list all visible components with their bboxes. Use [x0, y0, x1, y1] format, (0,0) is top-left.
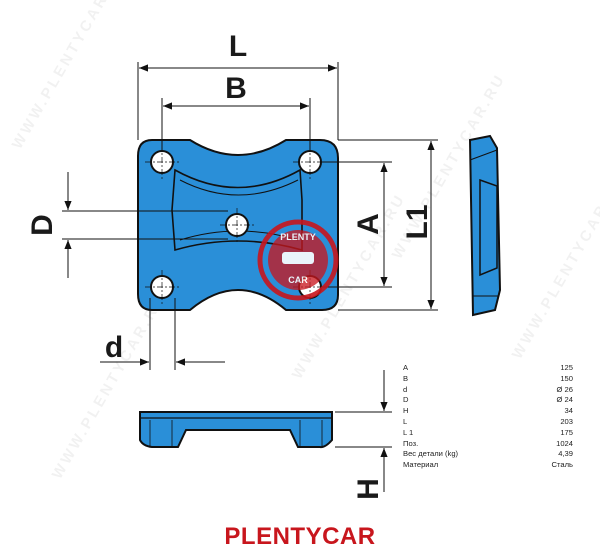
- spec-row: A 125: [403, 363, 573, 374]
- spec-key: D: [403, 395, 409, 405]
- spec-row: L 1 175: [403, 428, 573, 439]
- dimension-labels: L B D A L1 d H: [26, 30, 434, 500]
- spec-row: L 203: [403, 417, 573, 428]
- stamp-bottom-text: CAR: [288, 275, 308, 285]
- label-L1: L1: [401, 204, 434, 239]
- spec-row: B 150: [403, 374, 573, 385]
- spec-key: L 1: [403, 427, 414, 437]
- label-A: A: [352, 213, 385, 235]
- spec-value: 4,39: [558, 449, 573, 459]
- svg-text:WWW.PLENTYCAR.RU: WWW.PLENTYCAR.RU: [49, 290, 169, 482]
- brand-title: PLENTYCAR: [224, 523, 376, 550]
- spec-key: H: [403, 406, 409, 416]
- svg-text:WWW.PLENTYCAR.RU: WWW.PLENTYCAR.RU: [509, 170, 600, 362]
- dimension-lines: [62, 62, 438, 492]
- spec-row: D Ø 24: [403, 395, 573, 406]
- label-D: D: [26, 214, 59, 236]
- spec-key: L: [403, 416, 408, 426]
- spec-key: Поз.: [403, 438, 419, 448]
- spec-row: Вес детали (kg) 4,39: [403, 449, 573, 460]
- plate-side-view: [468, 134, 502, 317]
- spec-key: d: [403, 384, 408, 394]
- label-H: H: [352, 478, 385, 500]
- spec-value: Ø 24: [556, 395, 573, 405]
- label-d: d: [105, 331, 123, 364]
- plate-front-view: [139, 411, 333, 449]
- spec-row: Материал Сталь: [403, 460, 573, 471]
- spec-value: 34: [564, 406, 573, 416]
- spec-key: Вес детали (kg): [403, 449, 459, 459]
- label-B: B: [225, 72, 247, 105]
- spec-value: 150: [560, 373, 573, 383]
- stamp-top-text: PLENTY: [280, 232, 316, 242]
- spec-key: B: [403, 373, 409, 383]
- spec-value: Ø 26: [556, 384, 573, 394]
- spec-value: 1024: [556, 438, 573, 448]
- label-L: L: [229, 30, 247, 63]
- spec-row: H 34: [403, 406, 573, 417]
- spec-value: Сталь: [551, 460, 574, 470]
- spec-key: Материал: [403, 460, 439, 470]
- center-lines: [145, 145, 327, 304]
- plentycar-stamp: PLENTY CAR: [257, 219, 339, 301]
- spec-row: Поз. 1024: [403, 439, 573, 450]
- spec-value: 175: [560, 427, 573, 437]
- spec-value: 203: [560, 416, 573, 426]
- spec-key: A: [403, 363, 409, 372]
- svg-text:WWW.PLENTYCAR.RU: WWW.PLENTYCAR.RU: [9, 0, 129, 152]
- spec-value: 125: [560, 363, 573, 372]
- spec-row: d Ø 26: [403, 385, 573, 396]
